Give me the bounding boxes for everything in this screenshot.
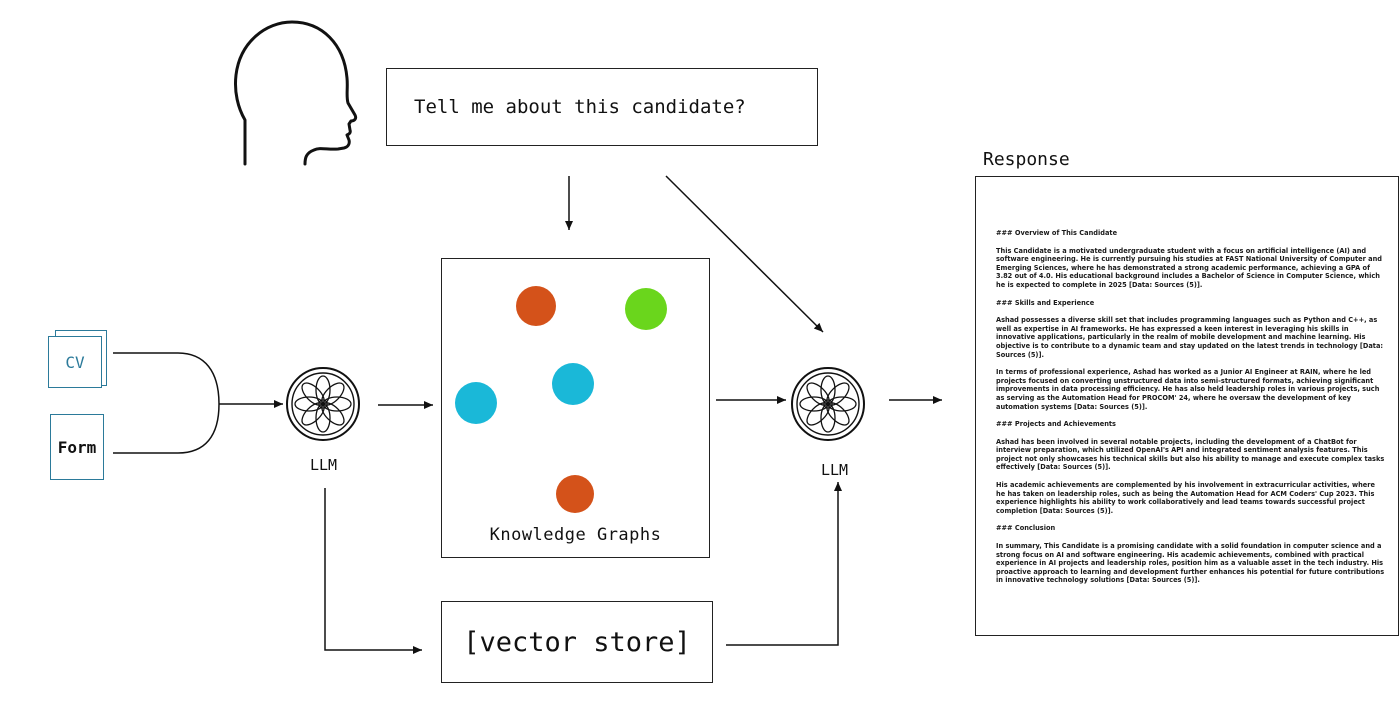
arrow-llm1-to-vector-store <box>324 488 422 654</box>
graph-node <box>556 475 594 513</box>
llm-icon <box>791 367 865 441</box>
graph-node <box>552 363 594 405</box>
vector-store-box: [vector store] <box>441 601 713 683</box>
graph-node <box>516 286 556 326</box>
knowledge-graph-label: Knowledge Graphs <box>489 525 662 545</box>
response-paragraph: This Candidate is a motivated undergradu… <box>996 246 1383 289</box>
response-heading: ### Skills and Experience <box>996 298 1095 307</box>
knowledge-graph-box: Knowledge Graphs <box>441 258 710 558</box>
response-document: ### Overview of This Candidate This Cand… <box>975 176 1399 636</box>
response-paragraph: His academic achievements are complement… <box>996 481 1375 515</box>
response-paragraph: Ashad possesses a diverse skill set that… <box>996 316 1384 359</box>
arrow-question-to-llm2 <box>665 175 824 333</box>
response-title: Response <box>983 149 1070 170</box>
form-document: Form <box>50 414 104 480</box>
response-paragraph: In terms of professional experience, Ash… <box>996 368 1380 411</box>
response-heading: ### Projects and Achievements <box>996 420 1116 429</box>
form-label: Form <box>57 437 97 457</box>
llm-label: LLM <box>310 456 338 474</box>
question-text: Tell me about this candidate? <box>414 96 746 118</box>
response-heading: ### Overview of This Candidate <box>996 229 1118 237</box>
llm-label: LLM <box>821 461 849 479</box>
graph-node <box>625 288 667 330</box>
response-paragraph: Ashad has been involved in several notab… <box>996 437 1385 472</box>
knowledge-graph-nodes <box>455 286 667 513</box>
response-heading: ### Conclusion <box>996 524 1056 533</box>
llm-icon <box>286 367 360 441</box>
person-head-icon <box>234 20 358 166</box>
vector-store-label: [vector store] <box>463 626 691 658</box>
cv-label: CV <box>65 352 85 372</box>
graph-node <box>455 382 497 424</box>
cv-document: CV <box>48 336 102 388</box>
inputs-merge-connector <box>113 352 220 454</box>
question-box: Tell me about this candidate? <box>386 68 818 146</box>
arrow-vector-store-to-llm2 <box>726 482 842 646</box>
response-paragraph: In summary, This Candidate is a promisin… <box>996 542 1385 585</box>
